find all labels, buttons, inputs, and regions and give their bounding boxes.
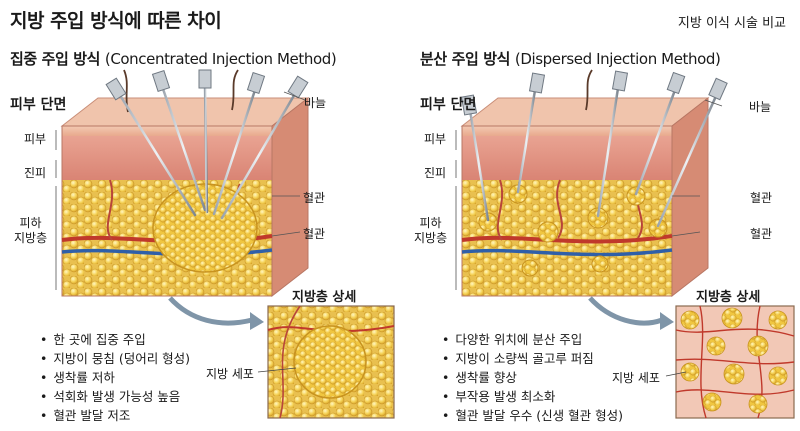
right-bullet-item: 다양한 위치에 분산 주입	[442, 330, 623, 349]
left-label-dermis: 진피	[24, 166, 47, 180]
right-fat-cell-label: 지방 세포	[612, 371, 660, 385]
page-title: 지방 주입 방식에 따른 차이	[10, 10, 222, 32]
left-bullet-item: 생착률 저하	[40, 368, 190, 387]
left-detail-box	[168, 296, 395, 419]
right-label-skin: 피부	[424, 132, 447, 146]
left-panel-title: 집중 주입 방식 (Concentrated Injection Method)	[10, 48, 337, 69]
right-bullet-item: 지방이 소량씩 골고루 퍼짐	[442, 349, 623, 368]
left-bullet-list: 한 곳에 집중 주입 지방이 뭉침 (덩어리 형성) 생착률 저하 석회화 발생…	[40, 330, 190, 425]
right-label-vessel-1: 혈관	[750, 191, 773, 205]
right-label-subcutaneous: 피하 지방층	[414, 216, 448, 245]
right-bullet-item: 부작용 발생 최소화	[442, 387, 623, 406]
right-title-en: (Dispersed Injection Method)	[514, 50, 721, 68]
right-bullet-item: 생착률 향상	[442, 368, 623, 387]
left-detail-title: 지방층 상세	[292, 290, 357, 305]
left-bullet-item: 지방이 뭉침 (덩어리 형성)	[40, 349, 190, 368]
left-label-leaders	[55, 91, 306, 290]
left-section-label: 피부 단면	[10, 97, 67, 113]
right-label-leaders	[455, 99, 723, 290]
left-label-vessel-1: 혈관	[303, 191, 326, 205]
right-panel-title: 분산 주입 방식 (Dispersed Injection Method)	[420, 48, 721, 69]
right-skin-block	[460, 69, 728, 298]
left-label-vessel-2: 혈관	[303, 227, 326, 241]
left-title-en: (Concentrated Injection Method)	[104, 50, 337, 68]
right-bullet-list: 다양한 위치에 분산 주입 지방이 소량씩 골고루 퍼짐 생착률 향상 부작용 …	[442, 330, 623, 425]
left-title-ko: 집중 주입 방식	[10, 50, 101, 68]
left-fat-cell-label: 지방 세포	[206, 367, 254, 381]
left-label-skin: 피부	[24, 132, 47, 146]
right-label-vessel-2: 혈관	[750, 227, 773, 241]
left-label-needle: 바늘	[304, 96, 327, 110]
left-label-subcutaneous: 피하 지방층	[14, 216, 48, 245]
right-label-needle: 바늘	[749, 100, 772, 114]
right-detail-box	[588, 296, 795, 419]
left-bullet-item: 석회화 발생 가능성 높음	[40, 387, 190, 406]
right-detail-title: 지방층 상세	[696, 290, 761, 305]
right-section-label: 피부 단면	[420, 97, 477, 113]
right-label-dermis: 진피	[424, 166, 447, 180]
left-skin-block	[60, 69, 310, 298]
right-title-ko: 분산 주입 방식	[420, 50, 511, 68]
page-subtitle: 지방 이식 시술 비교	[677, 16, 786, 31]
left-bullet-item: 한 곳에 집중 주입	[40, 330, 190, 349]
left-bullet-item: 혈관 발달 저조	[40, 406, 190, 425]
right-bullet-item: 혈관 발달 우수 (신생 혈관 형성)	[442, 406, 623, 425]
